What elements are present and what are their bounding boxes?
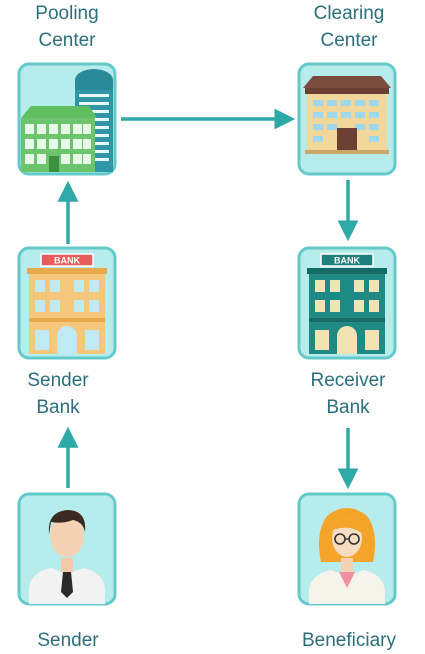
pooling-center-label-line1: Pooling [35,3,99,24]
pooling-center-label: Pooling Center [8,0,126,54]
receiver-bank-label: Receiver Bank [298,367,398,421]
woman-avatar-icon [297,492,397,606]
beneficiary-label: Beneficiary [290,627,408,654]
receiver-bank-tile: BANK [297,246,397,360]
sender-bank-sign: BANK [54,256,80,266]
sender-bank-label-line2: Bank [36,397,80,418]
beneficiary-label-line1: Beneficiary [302,630,396,651]
sender-bank-tile: BANK [17,246,117,360]
clearing-center-label-line1: Clearing [313,3,385,24]
clearing-center-label-line2: Center [320,30,378,51]
clearing-center-label: Clearing Center [290,0,408,54]
receiver-bank-sign: BANK [334,256,360,266]
sender-bank-label: Sender Bank [8,367,108,421]
sender-tile [17,492,117,606]
pooling-center-label-line2: Center [38,30,96,51]
beneficiary-tile [297,492,397,606]
receiver-bank-label-line1: Receiver [310,370,386,391]
bank-building-icon: BANK [17,246,117,360]
man-avatar-icon [17,492,117,606]
sender-label: Sender [18,627,118,654]
clearing-building-icon [297,62,397,176]
bank-building-icon: BANK [297,246,397,360]
sender-bank-label-line1: Sender [27,370,89,391]
office-buildings-icon [17,62,117,176]
sender-label-line1: Sender [37,630,99,651]
pooling-center-tile [17,62,117,176]
receiver-bank-label-line2: Bank [326,397,370,418]
clearing-center-tile [297,62,397,176]
